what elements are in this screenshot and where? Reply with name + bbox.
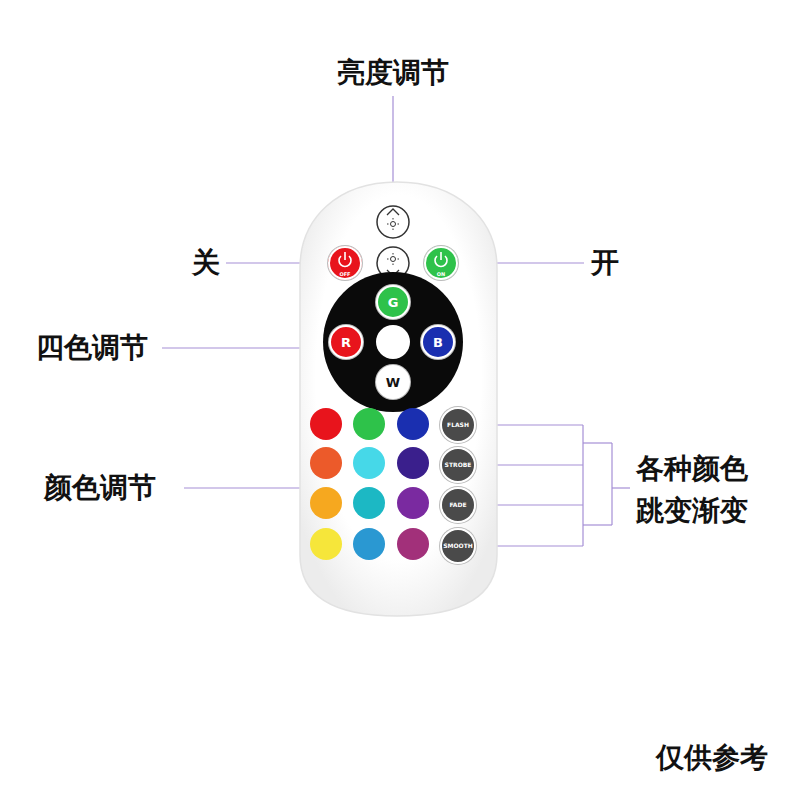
mode-button: FLASH — [440, 407, 476, 443]
callout-label: 颜色调节 — [44, 467, 156, 509]
button-text: ON — [437, 272, 445, 277]
remote-body — [300, 182, 497, 616]
button-text: B — [433, 336, 443, 349]
on-button: ON — [424, 246, 458, 280]
red-button: R — [329, 325, 363, 359]
callout-label: 仅供参考 — [656, 737, 768, 779]
button-text: G — [388, 296, 399, 309]
power-icons — [339, 252, 447, 266]
callout-label: 各种颜色 跳变渐变 — [630, 448, 753, 532]
off-button: OFF — [328, 246, 362, 280]
power-button-fill — [328, 246, 362, 280]
color-wheel-ring — [323, 272, 463, 412]
mode-button: STROBE — [440, 447, 476, 483]
button-text: SMOOTH — [443, 543, 473, 549]
button-text: FLASH — [447, 422, 469, 428]
power-button-fill — [424, 246, 458, 280]
button-text: STROBE — [445, 462, 472, 468]
brightness-buttons — [377, 206, 409, 279]
button-text: FADE — [449, 502, 466, 508]
button-text: OFF — [339, 272, 350, 277]
button-text: W — [386, 376, 400, 389]
white-button: W — [376, 365, 410, 399]
callout-label: 亮度调节 — [337, 52, 449, 94]
green-button: G — [376, 285, 410, 319]
button-text: R — [341, 336, 351, 349]
callout-label: 四色调节 — [36, 327, 148, 369]
blue-button: B — [421, 325, 455, 359]
color-buttons — [310, 408, 429, 560]
callout-label: 关 — [192, 242, 220, 284]
mode-button: FADE — [440, 487, 476, 523]
center-button — [376, 325, 410, 359]
mode-button: SMOOTH — [440, 528, 476, 564]
callout-label: 开 — [591, 242, 619, 284]
